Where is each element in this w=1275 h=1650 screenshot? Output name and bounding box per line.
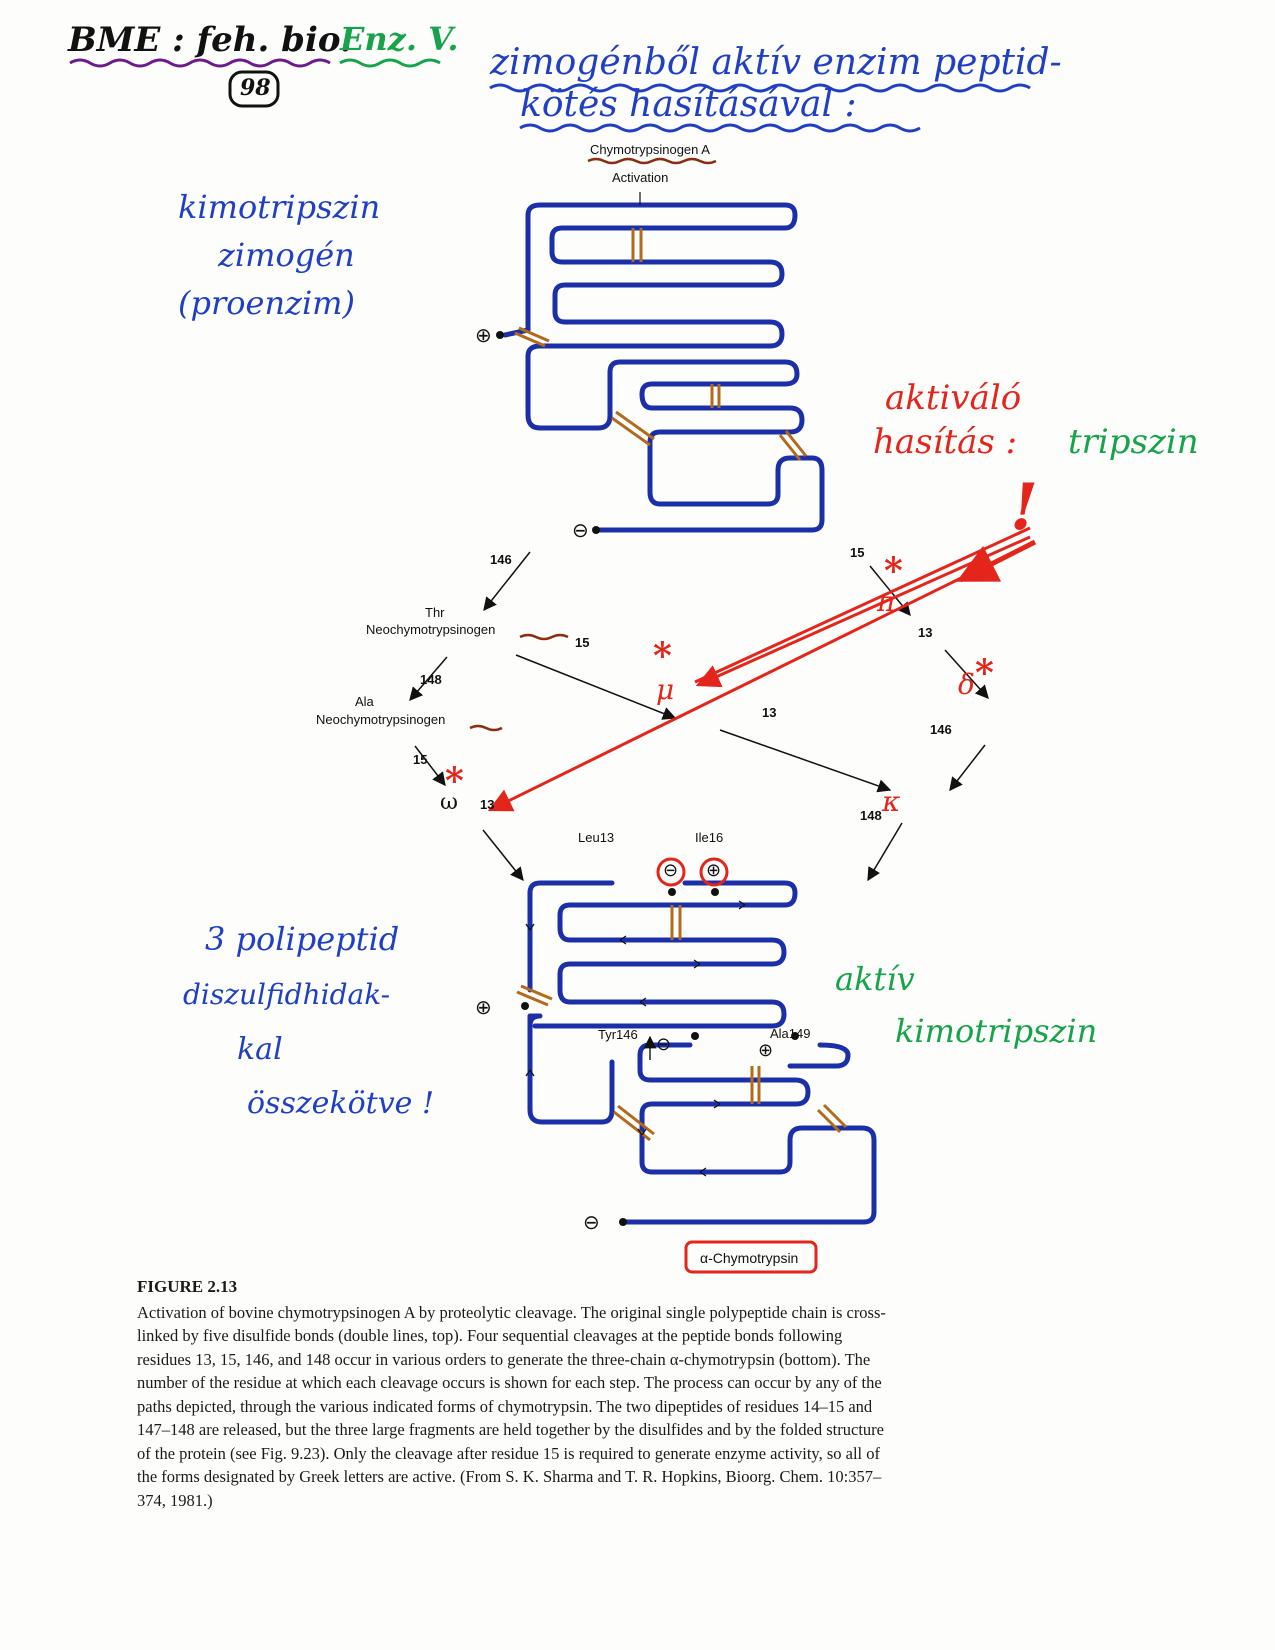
activating-enzyme-trypsin: tripszin xyxy=(1068,422,1199,462)
polypeptide-note-line-3: kal xyxy=(237,1032,283,1067)
course-underline xyxy=(69,58,331,68)
top-n-terminus-plus-icon: ⊕ xyxy=(475,325,492,347)
cut-15-left: 15 xyxy=(413,752,428,767)
pathway-arrows xyxy=(409,551,989,882)
figure-label: FIGURE 2.13 xyxy=(137,1277,238,1296)
tag-underline xyxy=(339,58,441,68)
chymotrypsinogen-chain xyxy=(502,202,825,533)
polypeptide-note-line-1: 3 polipeptid xyxy=(205,920,400,958)
tyr146-label: Tyr146 xyxy=(598,1027,638,1042)
pi-form: π xyxy=(877,585,896,618)
exclamation-mark: ! xyxy=(1010,470,1039,545)
active-note-line-1: aktív xyxy=(835,960,915,998)
bottom-c-terminus-minus-icon: ⊖ xyxy=(583,1212,600,1234)
active-note-line-2: kimotripszin xyxy=(895,1012,1098,1050)
neochymo2-underline xyxy=(469,724,503,732)
ala149-dot xyxy=(791,1032,799,1040)
ile16-label: Ile16 xyxy=(695,830,724,845)
course-tag: Enz. V. xyxy=(340,20,459,58)
cut-13-right: 13 xyxy=(918,625,933,640)
activating-cleavage-line-2: hasítás : xyxy=(873,422,1018,462)
chymotrypsinogen-a-label: Chymotrypsinogen A xyxy=(590,142,710,157)
ala149-plus-icon: ⊕ xyxy=(758,1040,774,1060)
cut-13-left: 13 xyxy=(480,797,495,812)
page-number: 98 xyxy=(240,75,271,101)
leu13-dot xyxy=(668,888,676,896)
chain-direction-marks xyxy=(525,900,746,1177)
ala-residue-label: Ala xyxy=(355,694,374,709)
title-underline-1 xyxy=(489,83,1031,93)
cut-15-middle: 15 xyxy=(575,635,590,650)
top-disulfides xyxy=(514,228,808,461)
omega-asterisk: * xyxy=(445,760,464,802)
figure-caption: FIGURE 2.13 Activation of bovine chymotr… xyxy=(137,1275,897,1512)
ile16-plus-icon: ⊕ xyxy=(706,860,722,880)
bottom-n-terminus-plus-icon: ⊕ xyxy=(475,997,492,1019)
zymogen-note-line-2: zimogén xyxy=(218,236,355,274)
zymogen-note-line-1: kimotripszin xyxy=(178,188,381,226)
top-c-terminus-minus-icon: ⊖ xyxy=(572,520,589,542)
top-n-terminus-dot xyxy=(496,331,504,339)
name-underline-top xyxy=(587,157,717,165)
cut-15-right: 15 xyxy=(850,545,865,560)
ala-neochymotrypsinogen-label: Neochymotrypsinogen xyxy=(316,712,446,727)
activating-cleavage-line-1: aktiváló xyxy=(885,378,1022,418)
mu-form: μ xyxy=(656,673,675,706)
leu13-label: Leu13 xyxy=(578,830,615,845)
title-line-2: kötés hasításával : xyxy=(520,84,857,125)
polypeptide-note-line-4: összekötve ! xyxy=(247,1086,435,1121)
delta-asterisk: * xyxy=(975,652,994,694)
bottom-c-terminus-dot xyxy=(619,1218,627,1226)
bottom-disulfides xyxy=(516,905,848,1142)
leu13-minus-red-ring xyxy=(656,857,686,887)
caption-text: Activation of bovine chymotrypsinogen A … xyxy=(137,1302,886,1510)
pi-asterisk: * xyxy=(884,550,903,592)
course-label: BME : feh. bio. xyxy=(68,20,352,60)
bottom-n-terminus-dot xyxy=(521,1002,529,1010)
delta-form: δ xyxy=(958,668,975,701)
omega-form: ω xyxy=(440,790,458,815)
thr-neochymotrypsinogen-label: Neochymotrypsinogen xyxy=(366,622,496,637)
cut-13-middle: 13 xyxy=(762,705,777,720)
neochymo1-underline xyxy=(519,633,569,641)
kappa-form: κ xyxy=(882,785,901,818)
cut-148-right: 148 xyxy=(860,808,882,823)
tyr146-dot xyxy=(691,1032,699,1040)
thr-residue-label: Thr xyxy=(425,605,445,620)
zymogen-note-line-3: (proenzim) xyxy=(178,284,355,322)
cut-146-left: 146 xyxy=(490,552,512,567)
trypsin-red-arrows xyxy=(487,526,1037,812)
tyr146-minus-icon: ⊖ xyxy=(656,1034,672,1054)
activation-label: Activation xyxy=(612,170,669,185)
leu13-minus-icon: ⊖ xyxy=(663,860,679,880)
alpha-chymotrypsin-label: α-Chymotrypsin xyxy=(700,1250,799,1266)
ile16-dot xyxy=(711,888,719,896)
title-underline-2 xyxy=(519,123,921,133)
mu-asterisk: * xyxy=(653,635,672,677)
title-line-1: zimogénből aktív enzim peptid- xyxy=(490,42,1062,83)
ile16-plus-red-ring xyxy=(699,857,729,887)
polypeptide-note-line-2: diszulfidhidak- xyxy=(183,978,391,1011)
ala149-label: Ala149 xyxy=(770,1026,811,1041)
alpha-chymotrypsin-box xyxy=(684,1240,818,1274)
cut-148-left: 148 xyxy=(420,672,442,687)
cut-146-right: 146 xyxy=(930,722,952,737)
top-c-terminus-dot xyxy=(592,526,600,534)
page-number-box xyxy=(228,70,280,108)
